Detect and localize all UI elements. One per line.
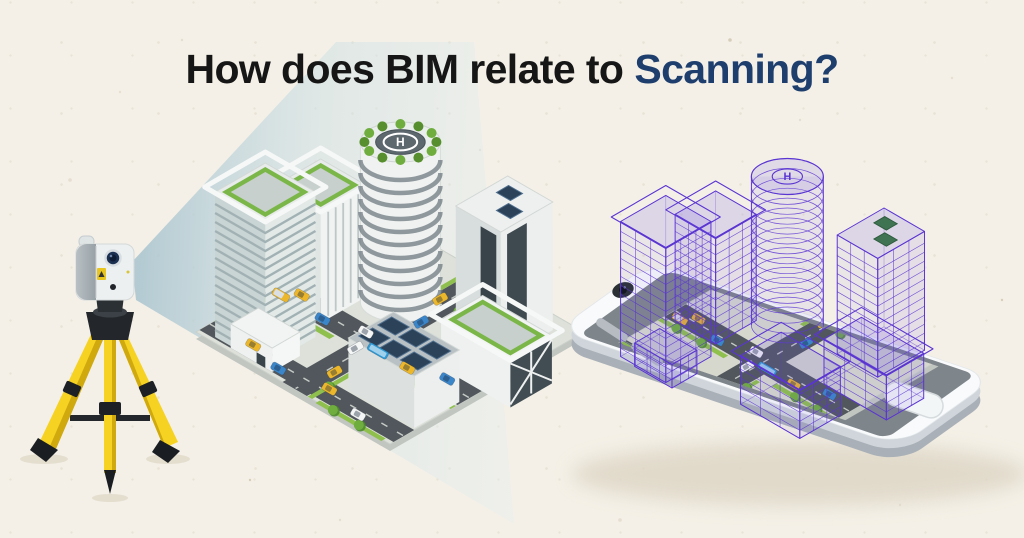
physical-city: H xyxy=(194,119,586,451)
laser-scanner xyxy=(75,235,135,318)
helipad-letter: H xyxy=(783,171,791,183)
title-highlight: Scanning? xyxy=(634,46,839,92)
helipad-letter: H xyxy=(396,135,405,149)
phone-home-button xyxy=(884,381,944,419)
title-prefix: How does BIM relate to xyxy=(185,46,624,92)
tripod xyxy=(30,312,180,494)
bim-wireframe-city: H xyxy=(610,157,934,439)
laser-scanner-station xyxy=(20,235,190,502)
paper-speckles xyxy=(68,38,1004,522)
phone-volume-buttons xyxy=(596,318,628,342)
